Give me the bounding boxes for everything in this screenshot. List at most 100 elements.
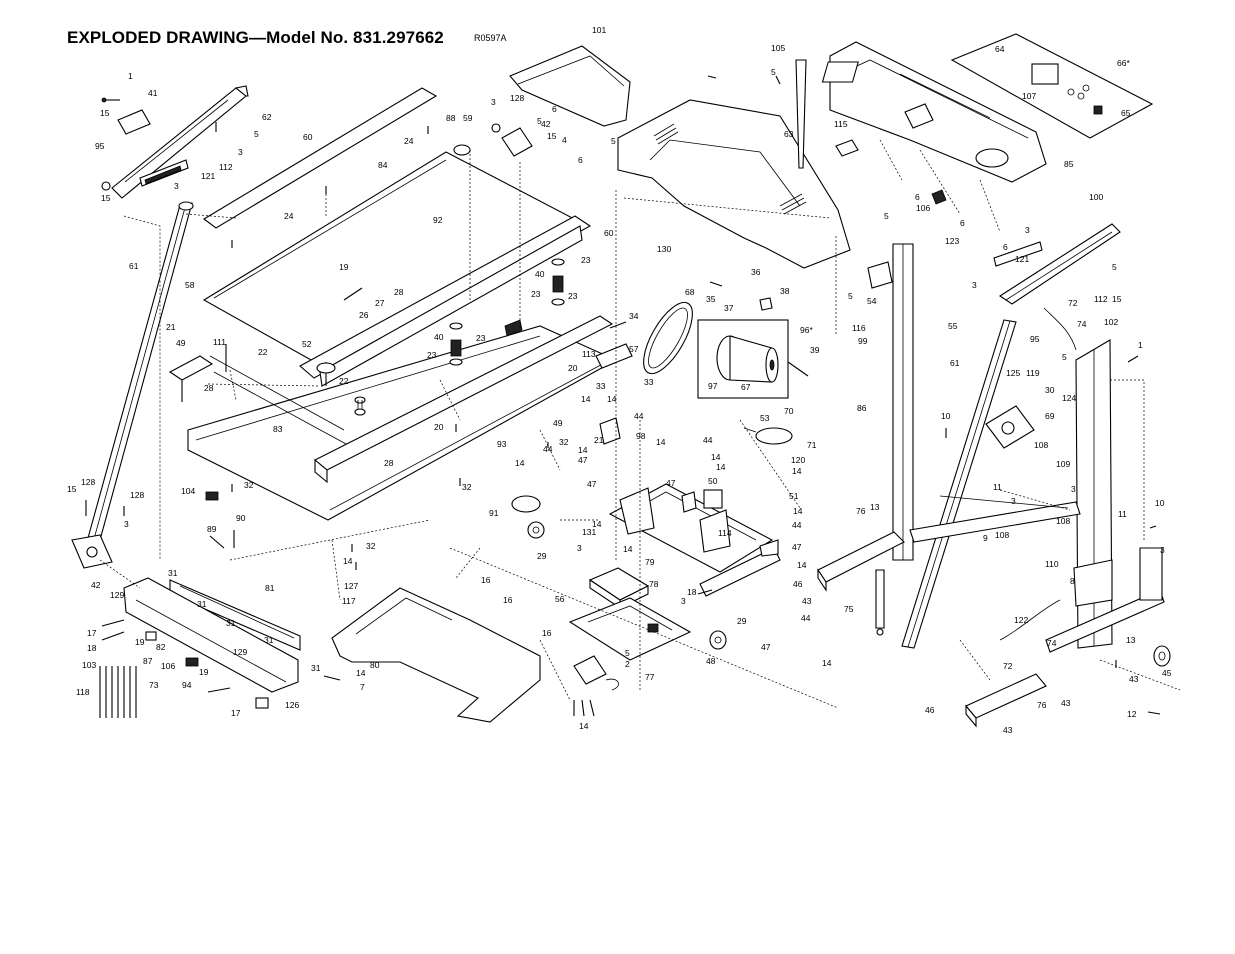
callout-label: 49	[176, 338, 186, 348]
callout-label: 112	[1094, 294, 1108, 304]
callout-label: 10	[1155, 498, 1165, 508]
callout-label: 85	[1064, 159, 1074, 169]
callout-label: 6	[915, 192, 920, 202]
callout-label: 110	[1045, 559, 1059, 569]
callout-label: 40	[434, 332, 444, 342]
callout-label: 126	[285, 700, 299, 710]
callout-label: 19	[199, 667, 209, 677]
callout-label: 44	[801, 613, 811, 623]
console-overlay-66	[950, 33, 1154, 139]
callout-label: 70	[784, 406, 794, 416]
callout-label: 33	[644, 377, 654, 387]
deck-assembly	[168, 87, 618, 521]
callout-label: 14	[797, 560, 807, 570]
callout-label: 14	[822, 658, 832, 668]
base-frame	[909, 339, 1165, 653]
callout-label: 34	[629, 311, 639, 321]
callout-label: 18	[687, 587, 697, 597]
callout-label: 113	[582, 349, 596, 359]
callout-label: 60	[303, 132, 313, 142]
callout-label: 62	[262, 112, 272, 122]
reed-switch-cable-70	[743, 427, 793, 445]
callout-label: 82	[156, 642, 166, 652]
callout-label: 103	[82, 660, 96, 670]
callout-label: 63	[784, 129, 794, 139]
callout-label: 16	[481, 575, 491, 585]
callout-label: 51	[789, 491, 799, 501]
callout-label: 47	[792, 542, 802, 552]
callout-label: 117	[342, 596, 356, 606]
callout-label: 33	[596, 381, 606, 391]
rear-roller-track-113	[595, 343, 633, 369]
callout-label: 47	[666, 478, 676, 488]
callout-label: 20	[568, 363, 578, 373]
callout-label: 6	[578, 155, 583, 165]
callout-label: 77	[645, 672, 655, 682]
callout-label: 5	[1112, 262, 1117, 272]
callout-label: 31	[168, 568, 178, 578]
callout-label: 19	[339, 262, 349, 272]
callout-label: 23	[581, 255, 591, 265]
callout-label: 84	[378, 160, 388, 170]
callout-label: 29	[537, 551, 547, 561]
callout-label: 31	[311, 663, 321, 673]
callout-label: 50	[708, 476, 718, 486]
callout-label: 14	[515, 458, 525, 468]
callout-label: 3	[681, 596, 686, 606]
callout-label: 3	[174, 181, 179, 191]
callout-label: 127	[344, 581, 358, 591]
callout-label: 15	[547, 131, 557, 141]
callout-label: 2	[625, 659, 630, 669]
callout-label: 69	[1045, 411, 1055, 421]
motor-pulley-38	[759, 297, 773, 311]
callout-label: 7	[360, 682, 365, 692]
callout-label: 21	[166, 322, 176, 332]
callout-label: 38	[780, 286, 790, 296]
callout-label: 49	[553, 418, 563, 428]
belt-tension-91	[511, 495, 541, 513]
callout-label: 42	[541, 119, 551, 129]
callout-label: 79	[645, 557, 655, 567]
callout-label: 14	[578, 445, 588, 455]
callout-label: 3	[1011, 496, 1016, 506]
callout-label: 72	[1003, 661, 1013, 671]
callout-label: 23	[568, 291, 578, 301]
leg-tube-76-front	[965, 673, 1047, 728]
callout-label: 83	[273, 424, 283, 434]
callout-label: 88	[446, 113, 456, 123]
callout-label: 14	[793, 506, 803, 516]
callout-label: 3	[491, 97, 496, 107]
callout-label: 96*	[800, 325, 813, 335]
callout-label: 23	[476, 333, 486, 343]
callout-label: 21	[594, 435, 604, 445]
callout-label: 42	[91, 580, 101, 590]
callout-label: 22	[258, 347, 268, 357]
callout-label: 128	[510, 93, 524, 103]
callout-label: 46	[793, 579, 803, 589]
rear-frame-81	[169, 579, 301, 651]
assembly-guide-lines	[99, 139, 1181, 709]
callout-label: 94	[182, 680, 192, 690]
callout-label: 3	[972, 280, 977, 290]
callout-label: 125	[1006, 368, 1020, 378]
callout-label: 74	[1077, 319, 1087, 329]
callout-label: 36	[751, 267, 761, 277]
callout-label: 74	[1047, 638, 1057, 648]
callout-label: 106	[161, 661, 175, 671]
callout-label: 29	[737, 616, 747, 626]
wheel-45	[1153, 645, 1171, 667]
callout-label: 5	[1062, 352, 1067, 362]
callout-label: 129	[110, 590, 124, 600]
console-base	[821, 41, 1047, 183]
callout-label: 97	[708, 381, 718, 391]
right-upright-86	[867, 243, 914, 561]
callout-label: 52	[302, 339, 312, 349]
callout-label: 9	[983, 533, 988, 543]
callout-label: 98	[636, 431, 646, 441]
callout-label: 35	[706, 294, 716, 304]
callout-label: 64	[995, 44, 1005, 54]
callout-label: 40	[535, 269, 545, 279]
callout-label: 58	[185, 280, 195, 290]
page-title: EXPLODED DRAWING—Model No. 831.297662	[67, 28, 444, 47]
drive-belt-68	[643, 301, 693, 375]
